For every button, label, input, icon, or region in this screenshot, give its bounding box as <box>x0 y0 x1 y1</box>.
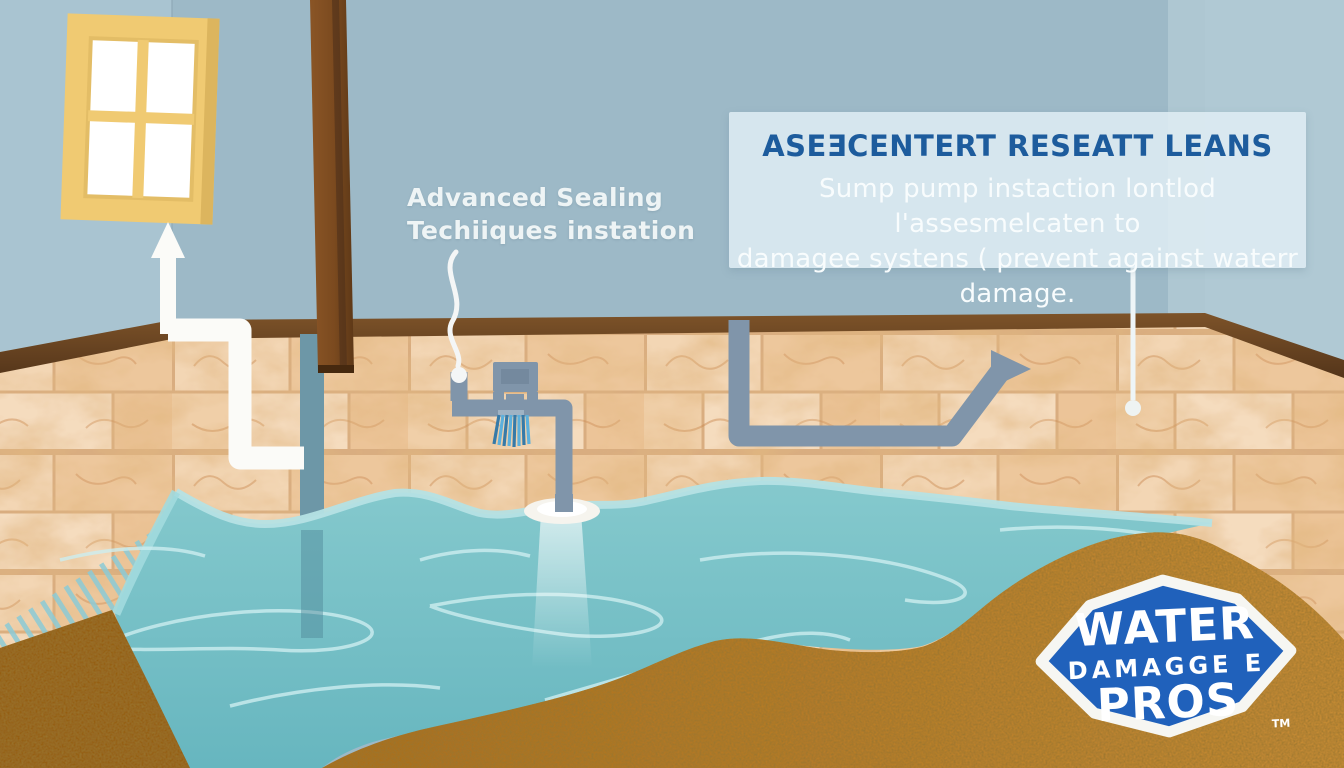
pump-pipe-into-pit <box>555 494 573 512</box>
flood-water-pool <box>115 480 1212 768</box>
window-frame-shade <box>200 18 220 225</box>
info-panel-title: ASEƎCENTERT RESEATT LEANS <box>762 129 1273 163</box>
panel-leader-dot <box>1125 400 1141 416</box>
info-panel: ASEƎCENTERT RESEATT LEANS Sump pump inst… <box>729 112 1306 309</box>
logo-text-water: WATER <box>1074 596 1256 657</box>
window-mullion-horizontal <box>87 110 195 125</box>
logo-badge-shape <box>1035 574 1297 738</box>
floor-carpet-left <box>0 610 190 768</box>
logo-text-pros: PROS <box>1096 673 1240 732</box>
callout-line2: Techiiques instation <box>407 216 696 245</box>
drain-post-submerged <box>301 530 323 638</box>
pump-motor-panel <box>501 369 529 384</box>
logo-trademark: TM <box>1272 717 1291 731</box>
perimeter-drain-pipe <box>728 320 1009 447</box>
drainage-hatch-stripes <box>0 526 185 672</box>
basement-window <box>60 13 220 225</box>
callout-leader-dot <box>451 367 467 383</box>
info-panel-body: Sump pump instaction lontlod l'assesmelc… <box>729 172 1306 312</box>
pump-center-tab <box>506 394 524 404</box>
flow-arrow <box>991 350 1031 388</box>
info-panel-body-line1: Sump pump instaction lontlod l'assesmelc… <box>819 174 1216 239</box>
pump-leg-left <box>493 392 504 404</box>
water-left-edge-highlight <box>111 489 180 616</box>
window-discharge-arrow <box>151 222 185 334</box>
info-panel-body-line2: damagee systens ( prevent against waterr… <box>736 244 1299 309</box>
pump-leg-right <box>527 392 538 404</box>
callout-leader-line <box>447 249 462 369</box>
sump-pit-light-beam <box>532 512 592 668</box>
water-edge-highlight <box>173 476 1213 529</box>
water-damage-pros-logo: WATER DAMAGGE E PROS TM <box>1031 566 1300 745</box>
sealing-callout-label: Advanced Sealing Techiiques instation <box>407 181 695 247</box>
wood-beam <box>310 0 354 373</box>
spray-brush <box>492 410 531 448</box>
callout-line1: Advanced Sealing <box>407 183 664 212</box>
white-discharge-pipe <box>168 318 304 470</box>
logo-badge-graphic: WATER DAMAGGE E PROS TM <box>1035 574 1297 738</box>
